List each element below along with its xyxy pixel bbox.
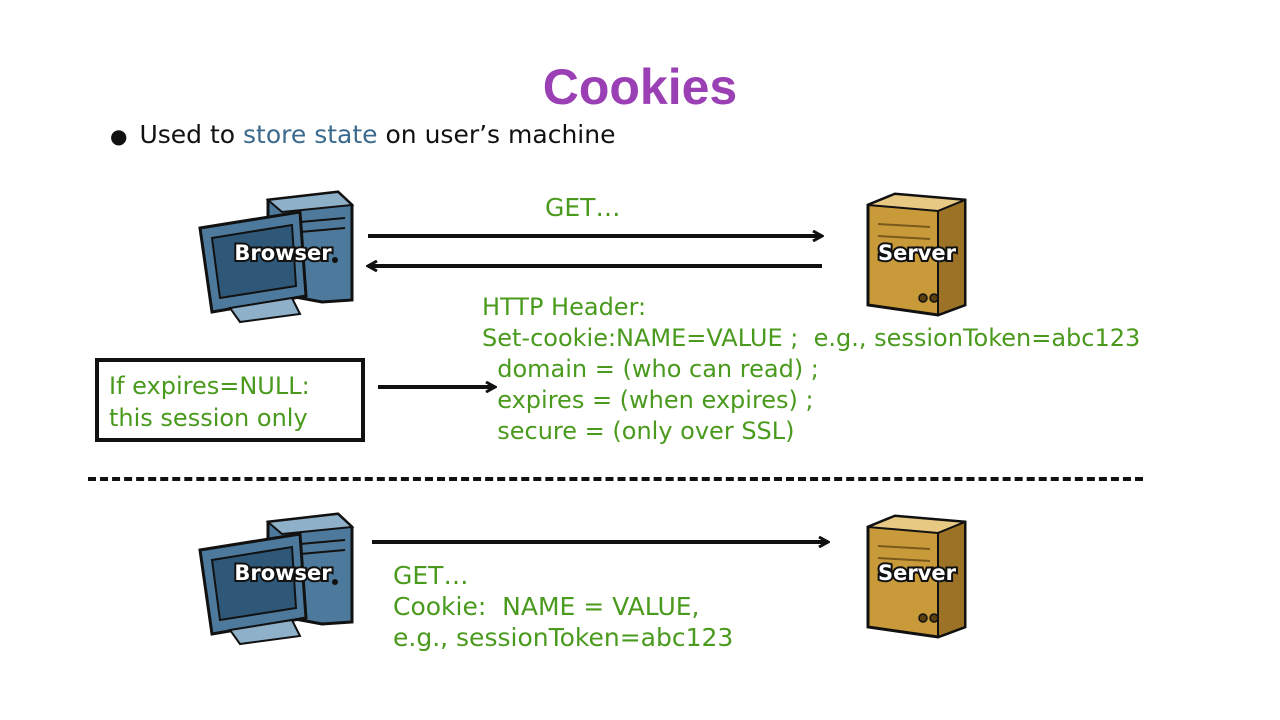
bullet-suffix: on user’s machine — [377, 120, 616, 149]
cookie-request-block: GET…Cookie: NAME = VALUE,e.g., sessionTo… — [393, 560, 733, 653]
bullet-highlight: store state — [243, 120, 378, 149]
bullet-dot-icon: ● — [110, 124, 128, 148]
response-line: Set-cookie:NAME=VALUE ; e.g., sessionTok… — [482, 324, 1141, 352]
browser-icon-top — [198, 190, 355, 324]
browser-label-top: Browser — [234, 241, 332, 265]
note-line: this session only — [109, 404, 308, 432]
browser-label-bottom: Browser — [234, 561, 332, 585]
response-line: expires = (when expires) ; — [482, 386, 814, 414]
response-line: HTTP Header: — [482, 293, 647, 321]
response-header-block: HTTP Header: Set-cookie:NAME=VALUE ; e.g.… — [482, 292, 1140, 447]
server-icon-top — [866, 192, 967, 317]
request-line: GET… — [393, 561, 469, 590]
browser-icon-bottom — [198, 512, 355, 646]
server-label-top: Server — [878, 241, 957, 265]
response-line: domain = (who can read) ; — [482, 355, 819, 383]
request-line: Cookie: NAME = VALUE, — [393, 592, 700, 621]
request-label-top: GET… — [545, 193, 621, 222]
note-line: If expires=NULL: — [109, 372, 310, 400]
bullet-prefix: Used to — [139, 120, 244, 149]
section-divider — [88, 477, 1143, 481]
server-icon-bottom — [866, 514, 967, 639]
bullet-point: ● Used to store state on user’s machine — [110, 120, 615, 149]
session-note-box: If expires=NULL: this session only — [95, 358, 365, 442]
request-line: e.g., sessionToken=abc123 — [393, 623, 734, 652]
response-line: secure = (only over SSL) — [482, 417, 795, 445]
slide-title: Cookies — [542, 59, 738, 115]
server-label-bottom: Server — [878, 561, 957, 585]
